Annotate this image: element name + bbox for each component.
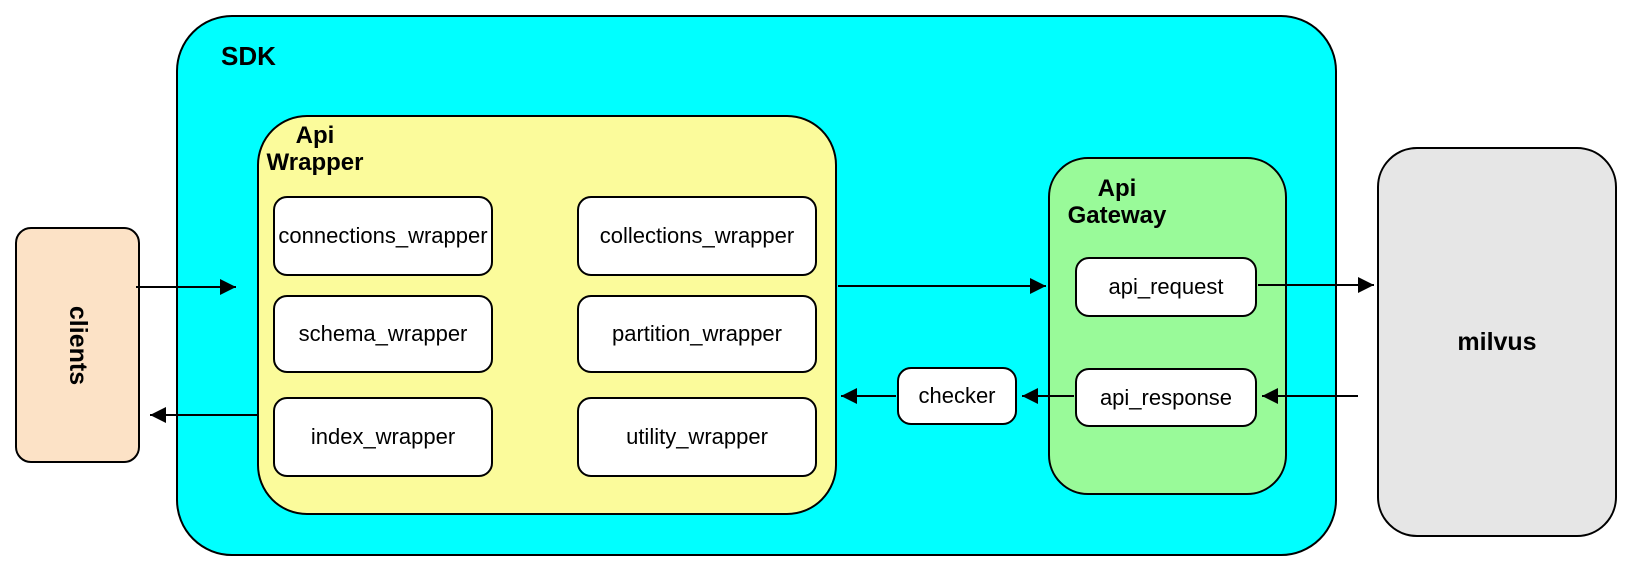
api-gateway-title-line2: Gateway (1067, 202, 1167, 229)
index-wrapper-node: index_wrapper (273, 397, 493, 477)
clients-node: clients (15, 227, 140, 463)
api-response-node: api_response (1075, 368, 1257, 427)
clients-label: clients (63, 305, 92, 385)
milvus-node: milvus (1377, 147, 1617, 537)
milvus-label: milvus (1457, 327, 1537, 356)
api-request-node: api_request (1075, 257, 1257, 317)
api-wrapper-title-line1: Api (295, 122, 335, 149)
api-wrapper-title-line2: Wrapper (266, 149, 364, 176)
schema-wrapper-node: schema_wrapper (273, 295, 493, 373)
utility-wrapper-node: utility_wrapper (577, 397, 817, 477)
api-gateway-title-line1: Api (1097, 175, 1137, 202)
collections-wrapper-node: collections_wrapper (577, 196, 817, 276)
partition-wrapper-node: partition_wrapper (577, 295, 817, 373)
sdk-title: SDK (221, 41, 276, 71)
connections-wrapper-node: connections_wrapper (273, 196, 493, 276)
checker-node: checker (897, 367, 1017, 425)
